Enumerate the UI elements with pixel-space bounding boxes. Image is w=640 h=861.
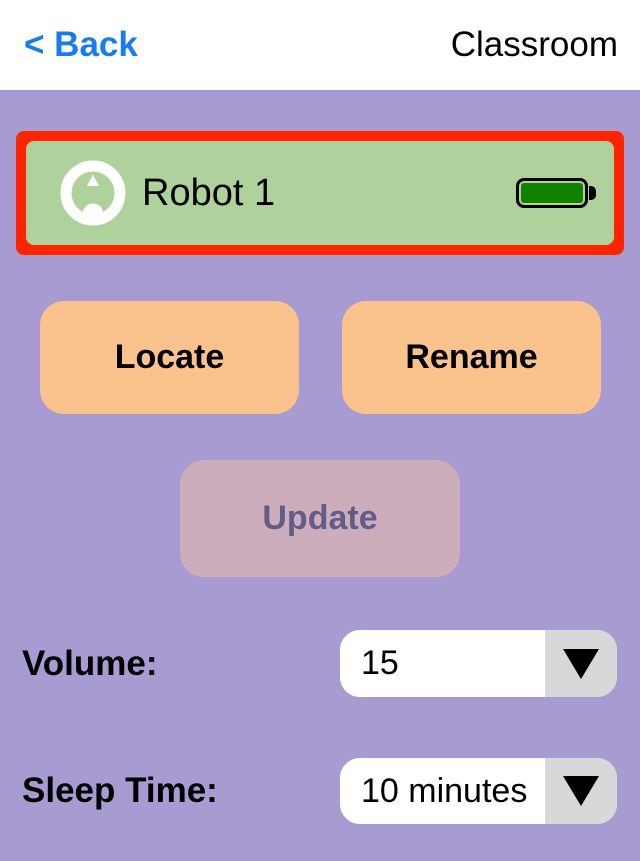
volume-value: 15 bbox=[340, 630, 545, 697]
volume-label: Volume: bbox=[22, 643, 158, 683]
rename-button[interactable]: Rename bbox=[342, 301, 601, 414]
page-title: Classroom bbox=[450, 25, 618, 64]
sleep-time-value: 10 minutes bbox=[340, 758, 545, 824]
battery-full-icon bbox=[516, 178, 596, 208]
battery-fill bbox=[521, 183, 583, 203]
dropdown-arrow-icon bbox=[563, 776, 599, 806]
root-robot-icon bbox=[60, 160, 126, 226]
battery-nub bbox=[589, 186, 596, 200]
volume-dropdown[interactable]: 15 bbox=[340, 630, 617, 697]
nav-bar: < Back Classroom bbox=[0, 0, 640, 90]
volume-dropdown-arrow-box bbox=[545, 630, 617, 697]
sleep-time-dropdown-arrow-box bbox=[545, 758, 617, 824]
locate-button[interactable]: Locate bbox=[40, 301, 299, 414]
update-button[interactable]: Update bbox=[180, 460, 460, 577]
robot-card[interactable]: Robot 1 bbox=[26, 141, 614, 245]
selected-robot-highlight: Robot 1 bbox=[16, 131, 624, 255]
battery-body bbox=[516, 178, 588, 208]
sleep-time-dropdown[interactable]: 10 minutes bbox=[340, 758, 617, 824]
robot-name: Robot 1 bbox=[142, 171, 276, 214]
dropdown-arrow-icon bbox=[563, 648, 599, 679]
back-button[interactable]: < Back bbox=[24, 25, 138, 64]
sleep-time-label: Sleep Time: bbox=[22, 771, 218, 810]
